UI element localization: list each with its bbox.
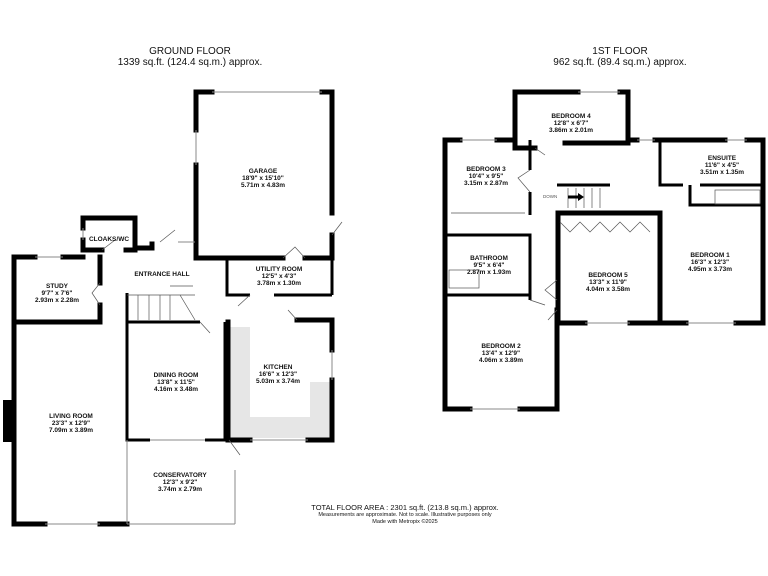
room-dim-metric: 4.16m x 3.48m — [153, 386, 199, 393]
first-floor-walls — [442, 89, 766, 412]
room-dim-imperial: 13'4" x 12'9" — [481, 350, 521, 357]
room-name: BEDROOM 2 — [481, 343, 521, 350]
room-dim-metric: 7.09m x 3.89m — [48, 427, 94, 434]
room-name: BEDROOM 3 — [466, 166, 506, 173]
room-dim-imperial: 10'4" x 9'5" — [468, 173, 504, 180]
room-name: BEDROOM 5 — [588, 272, 628, 279]
room-name: ENTRANCE HALL — [134, 271, 190, 278]
room-dim-imperial: 11'6" x 4'5" — [704, 162, 740, 169]
room-name: CLOAKS/WC — [88, 236, 130, 243]
ground-floor-area: 1339 sq.ft. (124.4 sq.m.) approx. — [117, 57, 263, 68]
credit: Made with Metropix ©2025 — [372, 519, 438, 525]
room-name: GARAGE — [248, 168, 278, 175]
ground-floor-title: GROUND FLOOR — [149, 46, 231, 57]
ground-floor-walls — [3, 89, 343, 527]
room-dim-metric: 3.15m x 2.87m — [463, 180, 509, 187]
room-dim-metric: 3.74m x 2.79m — [157, 486, 203, 493]
room-dim-metric: 2.87m x 1.93m — [466, 269, 512, 276]
room-dim-imperial: 13'8" x 11'5" — [157, 379, 195, 386]
room-dim-imperial: 16'3" x 12'3" — [690, 259, 730, 266]
room-name: CONSERVATORY — [153, 472, 207, 479]
ground-floor-header: GROUND FLOOR 1339 sq.ft. (124.4 sq.m.) a… — [90, 46, 290, 68]
room-dim-imperial: 18'9" x 15'10" — [242, 175, 284, 182]
room-dim-imperial: 9'5" x 6'4" — [473, 262, 505, 269]
first-floor-area: 962 sq.ft. (89.4 sq.m.) approx. — [553, 57, 687, 68]
kitchen-units — [229, 327, 330, 438]
room-dim-metric: 4.95m x 3.73m — [687, 266, 733, 273]
room-name: DINING ROOM — [153, 372, 199, 379]
disclaimer: Measurements are approximate. Not to sca… — [318, 512, 492, 518]
room-name: BATHROOM — [470, 255, 508, 262]
total-floor-area: TOTAL FLOOR AREA : 2301 sq.ft. (213.8 sq… — [311, 503, 499, 512]
room-dim-imperial: 12'5" x 4'3" — [261, 273, 297, 280]
room-dim-metric: 2.93m x 2.28m — [34, 297, 80, 304]
room-dim-metric: 3.78m x 1.30m — [256, 280, 302, 287]
room-entrance-hall: ENTRANCE HALL — [134, 271, 189, 278]
room-name: BEDROOM 1 — [690, 252, 730, 259]
room-dim-metric: 3.51m x 1.35m — [699, 169, 745, 176]
room-name: STUDY — [45, 283, 69, 290]
footer: TOTAL FLOOR AREA : 2301 sq.ft. (213.8 sq… — [300, 503, 510, 526]
room-dim-imperial: 12'3" x 9'2" — [162, 479, 198, 486]
room-dim-metric: 4.04m x 3.58m — [585, 286, 631, 293]
room-name: ENSUITE — [707, 155, 737, 162]
room-name: UTILITY ROOM — [255, 266, 303, 273]
first-floor-title: 1ST FLOOR — [592, 46, 648, 57]
stairs-down-label: DOWN — [543, 194, 558, 199]
room-cloaks: CLOAKS/WC — [89, 236, 129, 243]
room-dim-metric: 3.86m x 2.01m — [548, 127, 594, 134]
room-name: BEDROOM 4 — [551, 113, 591, 120]
room-dim-imperial: 16'6" x 12'3" — [258, 371, 298, 378]
room-name: LIVING ROOM — [49, 413, 93, 420]
room-dim-imperial: 13'3" x 11'9" — [589, 279, 627, 286]
room-dim-imperial: 23'3" x 12'9" — [51, 420, 91, 427]
room-dim-metric: 4.06m x 3.89m — [478, 357, 524, 364]
room-name: KITCHEN — [263, 364, 293, 371]
room-dim-imperial: 12'8" x 6'7" — [553, 120, 589, 127]
room-dim-metric: 5.71m x 4.83m — [240, 182, 286, 189]
room-dim-metric: 5.03m x 3.74m — [255, 378, 301, 385]
first-floor-header: 1ST FLOOR 962 sq.ft. (89.4 sq.m.) approx… — [520, 46, 720, 68]
room-dim-imperial: 9'7" x 7'6" — [41, 290, 73, 297]
